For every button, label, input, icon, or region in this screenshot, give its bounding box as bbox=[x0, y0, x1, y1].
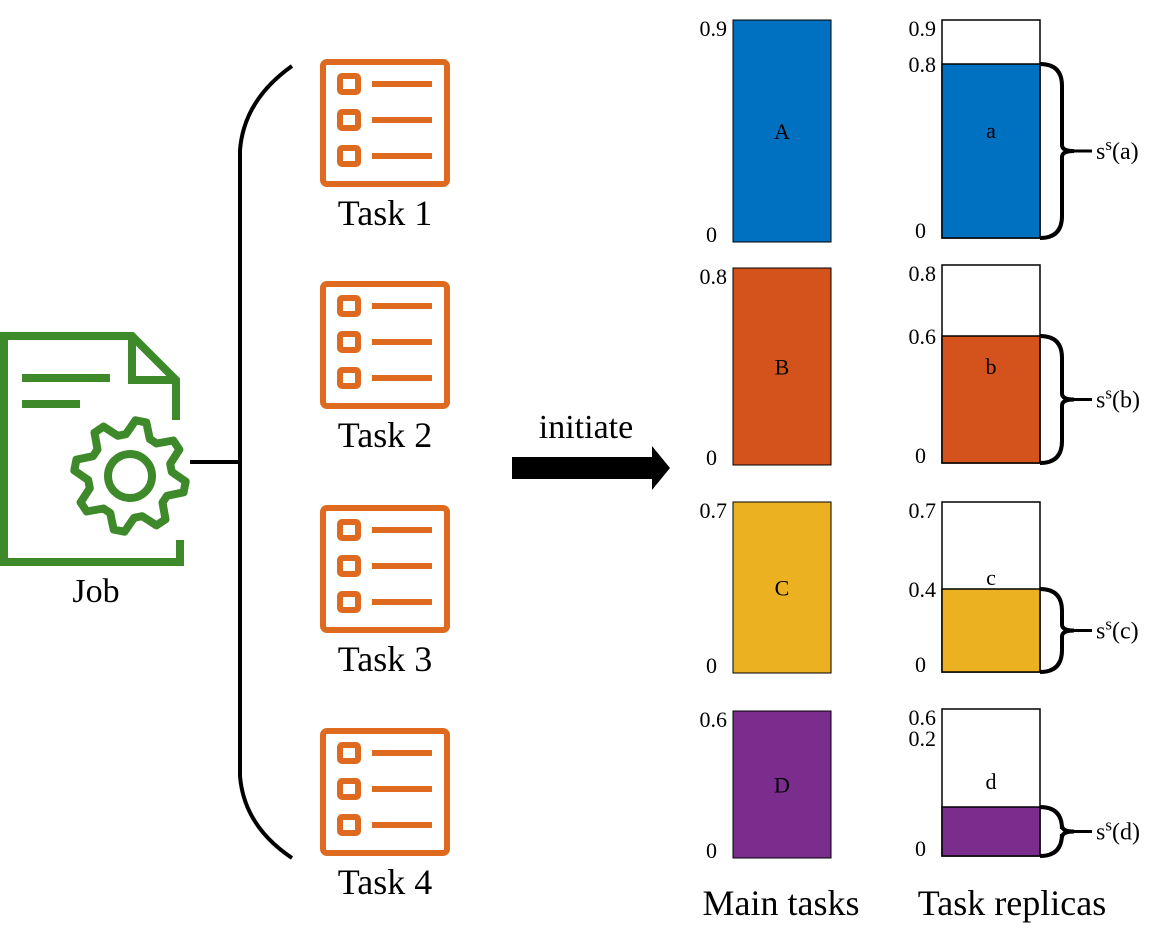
size-function-label: ss(b) bbox=[1096, 384, 1140, 414]
task-label: Task 1 bbox=[338, 193, 432, 233]
job-label: Job bbox=[72, 573, 119, 610]
main-task-bar bbox=[732, 19, 832, 243]
main-task-zero: 0 bbox=[706, 653, 717, 678]
replica-brace bbox=[1039, 334, 1075, 465]
replica-b: b 0.8 0.6 0 ss(b) bbox=[909, 261, 1140, 468]
main-task-zero: 0 bbox=[706, 222, 717, 247]
replica-brace bbox=[1039, 587, 1075, 674]
replica-fill-value: 0.4 bbox=[909, 577, 937, 602]
replica-max: 0.8 bbox=[909, 261, 937, 286]
replica-fill-bar bbox=[941, 63, 1041, 239]
replica-zero: 0 bbox=[915, 218, 926, 243]
main-task-B: B 0.8 0 bbox=[700, 264, 832, 470]
task-list: Task 1 Task 2 Task 3 Task 4 bbox=[320, 59, 450, 902]
replica-max: 0.9 bbox=[909, 16, 937, 41]
replica-zero: 0 bbox=[915, 652, 926, 677]
replica-label: c bbox=[986, 565, 996, 590]
task-label: Task 2 bbox=[338, 415, 432, 455]
size-function-label: ss(c) bbox=[1096, 615, 1139, 645]
main-task-max: 0.8 bbox=[700, 264, 728, 289]
task-label: Task 3 bbox=[338, 639, 432, 679]
main-task-max: 0.9 bbox=[700, 16, 728, 41]
replica-max: 0.6 bbox=[909, 705, 937, 730]
replica-label: d bbox=[986, 769, 997, 794]
replica-fill-bar bbox=[941, 588, 1041, 673]
replica-brace bbox=[1039, 62, 1075, 240]
main-task-label: C bbox=[775, 576, 790, 601]
main-task-D: D 0.6 0 bbox=[700, 707, 832, 863]
replica-fill-value: 0.6 bbox=[909, 324, 937, 349]
replica-fill-value: 0.2 bbox=[909, 726, 937, 751]
main-task-A: A 0.9 0 bbox=[700, 16, 832, 247]
replica-fill-bar bbox=[941, 806, 1041, 857]
task-3: Task 3 bbox=[320, 505, 450, 679]
checklist-icon bbox=[320, 505, 450, 633]
main-task-max: 0.6 bbox=[700, 707, 728, 732]
replica-label: b bbox=[986, 354, 997, 379]
gear-icon bbox=[70, 416, 190, 536]
main-task-max: 0.7 bbox=[700, 498, 728, 523]
replica-brace bbox=[1039, 805, 1075, 858]
main-task-bar bbox=[732, 267, 832, 466]
main-task-label: B bbox=[775, 355, 790, 380]
replica-d: d 0.60.2 0 ss(d) bbox=[909, 705, 1140, 861]
main-task-label: A bbox=[774, 119, 790, 144]
replica-zero: 0 bbox=[915, 443, 926, 468]
size-function-label: ss(d) bbox=[1096, 816, 1140, 846]
task-replicas-title: Task replicas bbox=[918, 883, 1106, 923]
job-icon bbox=[0, 332, 190, 566]
main-task-zero: 0 bbox=[706, 445, 717, 470]
replica-label: a bbox=[986, 118, 996, 143]
replicas-column: a 0.9 0.8 0 ss(a) b 0.8 0.6 0 ss(b) c 0.7 0.4 0 ss(c) d… bbox=[909, 16, 1140, 861]
task-1: Task 1 bbox=[320, 59, 450, 233]
main-task-zero: 0 bbox=[706, 838, 717, 863]
task-group-brace bbox=[238, 64, 294, 860]
main-task-bar bbox=[732, 710, 832, 859]
replica-a: a 0.9 0.8 0 ss(a) bbox=[909, 16, 1139, 243]
replica-fill-value: 0.8 bbox=[909, 52, 937, 77]
replica-fill-bar bbox=[941, 335, 1041, 464]
checklist-icon bbox=[320, 59, 450, 187]
main-task-bar bbox=[732, 501, 832, 674]
main-task-C: C 0.7 0 bbox=[700, 498, 832, 678]
size-function-label: ss(a) bbox=[1096, 135, 1139, 165]
main-task-label: D bbox=[774, 773, 790, 798]
task-4: Task 4 bbox=[320, 728, 450, 902]
initiate-arrow bbox=[512, 446, 670, 490]
replica-max: 0.7 bbox=[909, 498, 937, 523]
replica-zero: 0 bbox=[915, 836, 926, 861]
task-label: Task 4 bbox=[338, 862, 432, 902]
main-tasks-title: Main tasks bbox=[703, 883, 860, 923]
checklist-icon bbox=[320, 281, 450, 409]
checklist-icon bbox=[320, 728, 450, 856]
replica-c: c 0.7 0.4 0 ss(c) bbox=[909, 498, 1139, 677]
initiate-label: initiate bbox=[539, 409, 633, 446]
task-2: Task 2 bbox=[320, 281, 450, 455]
